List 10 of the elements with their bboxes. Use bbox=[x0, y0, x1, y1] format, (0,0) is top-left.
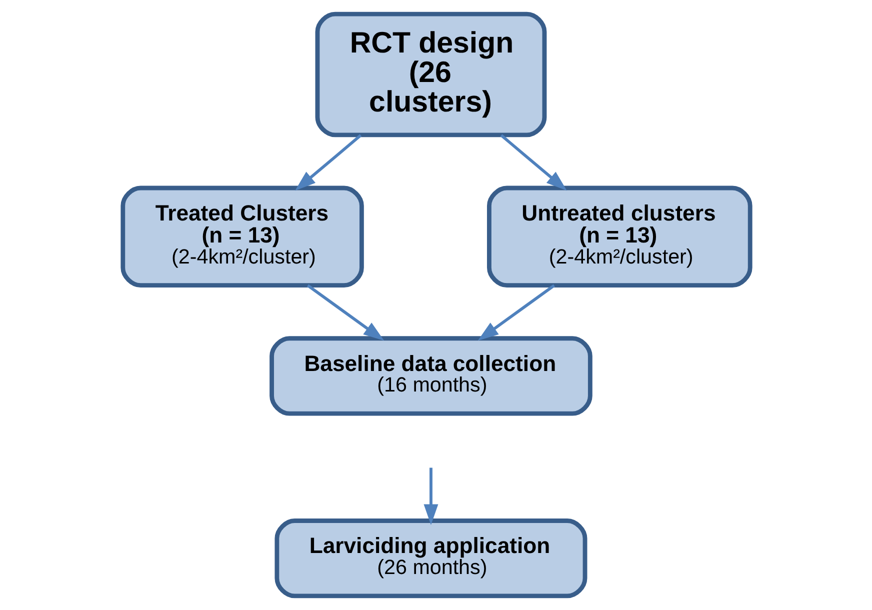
node-box: Treated Clusters (n = 13) (2-4km²/cluster) bbox=[120, 186, 364, 288]
arrow bbox=[294, 134, 362, 191]
node-box: Untreated clusters (n = 13) (2-4km²/cluster) bbox=[486, 186, 752, 288]
node-box: Baseline data collection (16 months) bbox=[269, 336, 592, 416]
arrow bbox=[423, 468, 438, 525]
node-box: Larviciding application (26 months) bbox=[274, 518, 587, 598]
arrow bbox=[500, 134, 566, 191]
node-box: RCT design (26 clusters) bbox=[314, 12, 546, 138]
arrow bbox=[477, 284, 555, 341]
arrow bbox=[306, 284, 384, 341]
